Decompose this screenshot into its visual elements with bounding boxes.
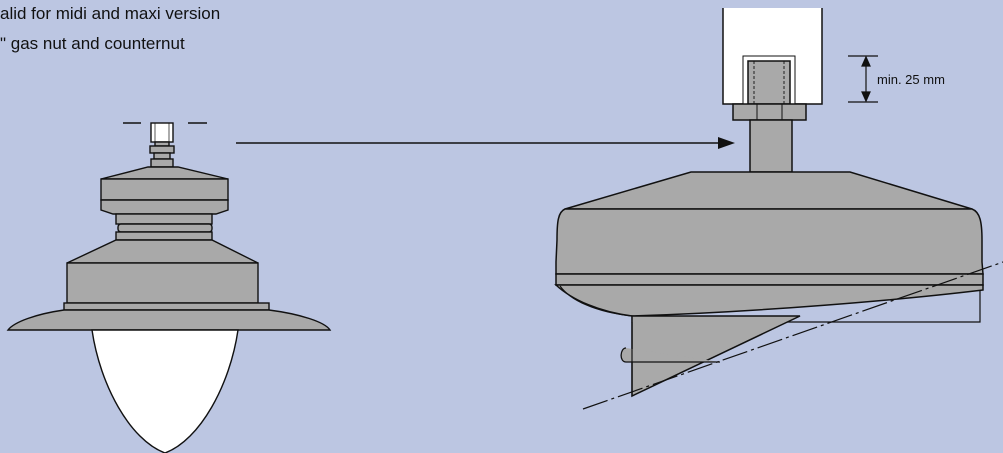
small-body <box>66 262 259 304</box>
lamp-cover <box>564 171 973 210</box>
detail-view <box>554 8 1003 410</box>
note-line-1: alid for midi and maxi version <box>0 4 221 23</box>
small-cap <box>100 166 229 180</box>
small-mount <box>150 122 174 143</box>
counternut <box>732 103 807 121</box>
dimension-label: min. 25 mm <box>877 72 945 87</box>
glass-globe <box>91 329 239 453</box>
small-nut <box>149 145 175 154</box>
lamp-housing <box>555 208 984 275</box>
small-lamp <box>6 122 332 453</box>
dimension-marker <box>848 55 878 103</box>
section-line <box>582 261 1003 410</box>
note-line-2: " gas nut and counternut <box>0 34 185 53</box>
neck-pipe <box>749 119 793 173</box>
small-brim <box>6 309 332 331</box>
pointer-arrow <box>236 137 735 149</box>
